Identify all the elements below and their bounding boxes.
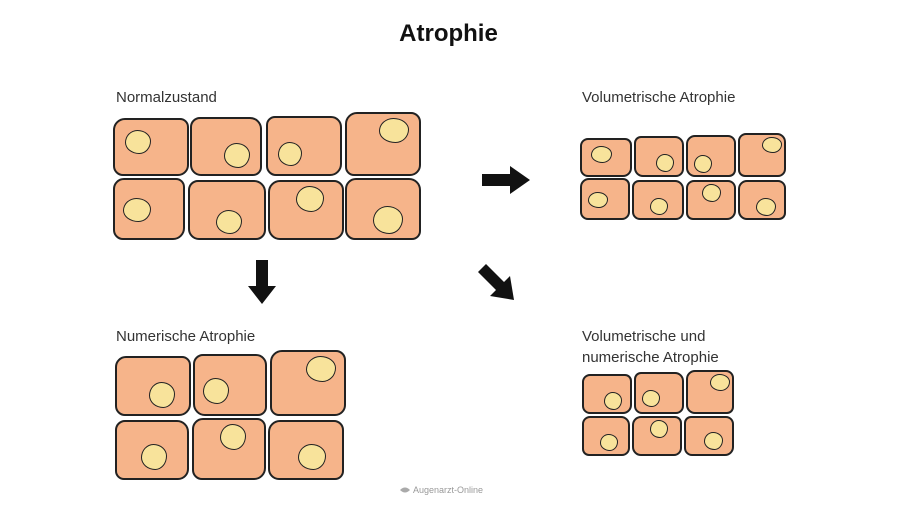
cell bbox=[634, 372, 684, 414]
label-combined: Volumetrische und numerische Atrophie bbox=[582, 326, 719, 368]
diagram-title: Atrophie bbox=[399, 20, 498, 47]
cell bbox=[582, 374, 632, 414]
cell bbox=[115, 356, 191, 416]
nucleus bbox=[650, 420, 668, 438]
nucleus bbox=[216, 210, 242, 234]
nucleus bbox=[694, 155, 712, 173]
cell bbox=[268, 180, 344, 240]
cell bbox=[345, 178, 421, 240]
cell bbox=[634, 136, 684, 177]
cell bbox=[268, 420, 344, 480]
label-normal: Normalzustand bbox=[116, 89, 217, 106]
cell bbox=[266, 116, 342, 176]
nucleus bbox=[704, 432, 723, 450]
nucleus bbox=[141, 444, 167, 470]
nucleus bbox=[306, 356, 336, 382]
nucleus bbox=[278, 142, 302, 166]
cell bbox=[632, 180, 684, 220]
label-combined-line2: numerische Atrophie bbox=[582, 349, 719, 366]
cell bbox=[686, 180, 736, 220]
nucleus bbox=[588, 192, 608, 208]
nucleus bbox=[373, 206, 403, 234]
cell bbox=[686, 370, 734, 414]
nucleus bbox=[642, 390, 660, 407]
cell bbox=[188, 180, 266, 240]
nucleus bbox=[149, 382, 175, 408]
nucleus bbox=[702, 184, 721, 202]
nucleus bbox=[762, 137, 782, 153]
nucleus bbox=[600, 434, 618, 451]
cell bbox=[115, 420, 189, 480]
cell bbox=[580, 178, 630, 220]
nucleus bbox=[650, 198, 668, 215]
nucleus bbox=[298, 444, 326, 470]
label-volumetric: Volumetrische Atrophie bbox=[582, 89, 736, 106]
nucleus bbox=[756, 198, 776, 216]
arrow-down-right-icon bbox=[478, 264, 514, 300]
arrow-down-icon bbox=[248, 260, 276, 304]
cell bbox=[113, 118, 189, 176]
watermark: Augenarzt-Online bbox=[400, 485, 483, 495]
label-numeric: Numerische Atrophie bbox=[116, 328, 256, 345]
cell bbox=[113, 178, 185, 240]
watermark-text: Augenarzt-Online bbox=[413, 485, 484, 495]
nucleus bbox=[203, 378, 229, 404]
nucleus bbox=[220, 424, 246, 450]
nucleus bbox=[123, 198, 151, 222]
nucleus bbox=[604, 392, 622, 410]
nucleus bbox=[591, 146, 612, 163]
nucleus bbox=[656, 154, 674, 172]
cell bbox=[632, 416, 682, 456]
cell bbox=[193, 354, 267, 416]
cell bbox=[580, 138, 632, 177]
nucleus bbox=[379, 118, 409, 143]
cell bbox=[582, 416, 630, 456]
cell bbox=[192, 418, 266, 480]
label-combined-line1: Volumetrische und bbox=[582, 328, 706, 345]
cell bbox=[738, 180, 786, 220]
cell bbox=[190, 117, 262, 176]
cell bbox=[345, 112, 421, 176]
cell bbox=[738, 133, 786, 177]
nucleus bbox=[710, 374, 730, 391]
nucleus bbox=[296, 186, 324, 212]
cell bbox=[684, 416, 734, 456]
nucleus bbox=[125, 130, 151, 154]
arrow-right-icon bbox=[482, 166, 530, 194]
eye-logo-icon bbox=[400, 487, 410, 493]
nucleus bbox=[224, 143, 250, 168]
cell bbox=[686, 135, 736, 177]
cell bbox=[270, 350, 346, 416]
